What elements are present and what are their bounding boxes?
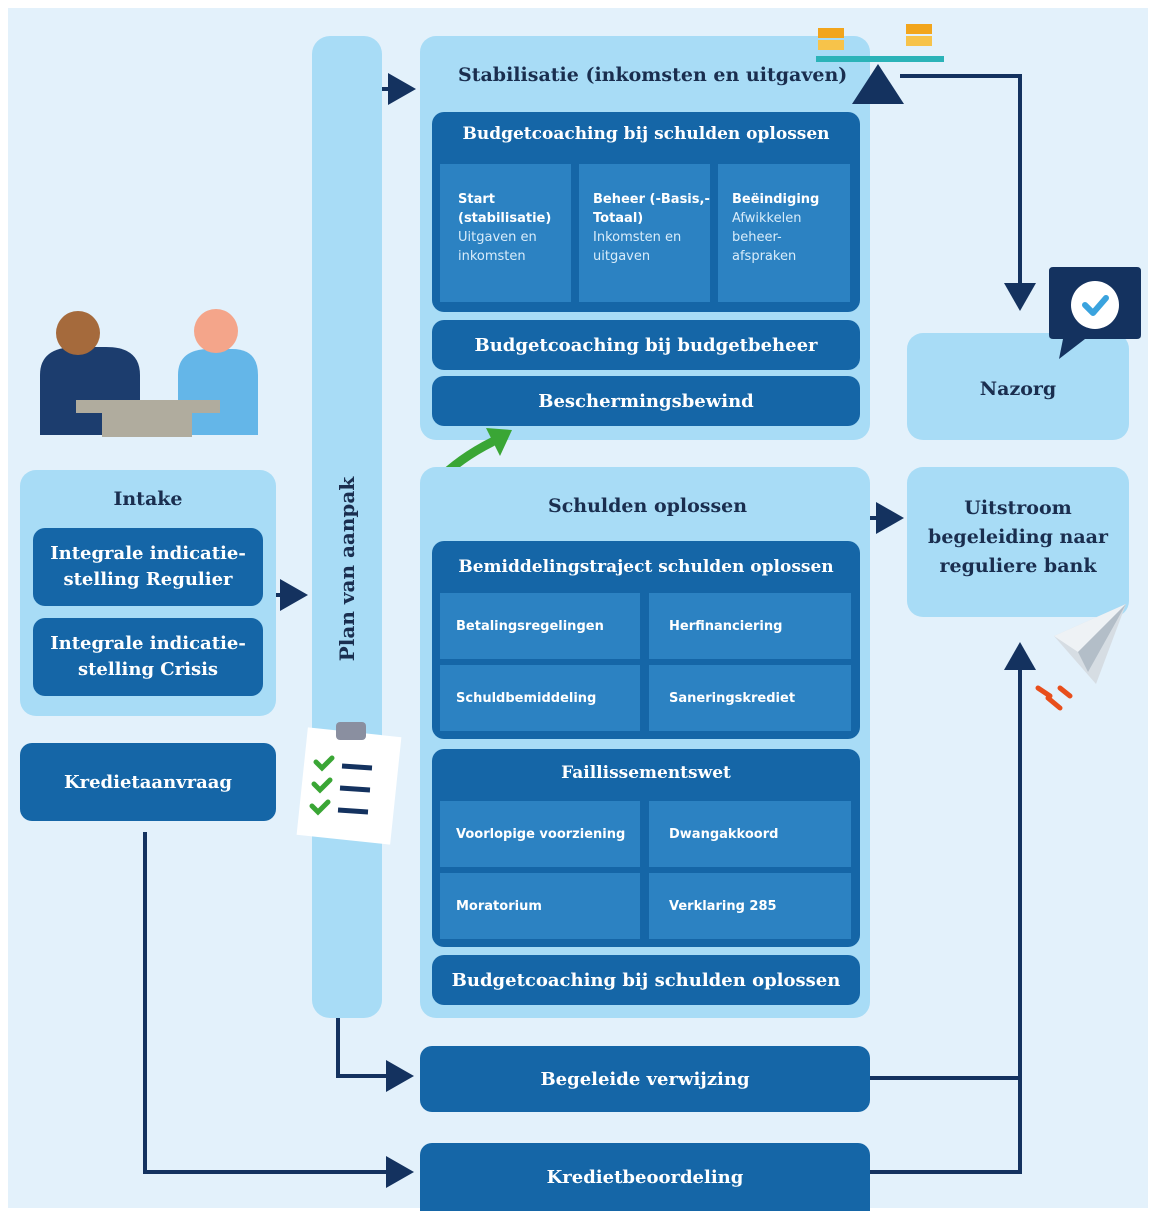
stabilisatie-cell-beheer: Beheer (-Basis,-Totaal) Inkomsten en uit… bbox=[579, 164, 710, 302]
bemiddeling-title: Bemiddelingstraject schulden oplossen bbox=[458, 557, 834, 577]
intake-crisis-box: Integrale indicatie-stelling Crisis bbox=[33, 618, 263, 696]
cell-dwangakkoord: Dwangakkoord bbox=[649, 801, 851, 867]
intake-panel: Intake Integrale indicatie-stelling Regu… bbox=[20, 470, 276, 716]
stabilisatie-cell-beeindiging: Beëindiging Afwikkelen beheer-afspraken bbox=[718, 164, 850, 302]
bemiddeling-box: Bemiddelingstraject schulden oplossen Be… bbox=[432, 541, 860, 739]
cell-text: Uitgaven en inkomsten bbox=[458, 230, 537, 264]
cell-voorlopige-voorziening: Voorlopige voorziening bbox=[440, 801, 640, 867]
cell-verklaring-285: Verklaring 285 bbox=[649, 873, 851, 939]
faillissement-title: Faillissementswet bbox=[561, 763, 731, 783]
cell-text: Inkomsten en uitgaven bbox=[593, 230, 682, 264]
nazorg-box: Nazorg bbox=[907, 333, 1129, 440]
budgetcoaching-schulden-bottom-box: Budgetcoaching bij schulden oplossen bbox=[432, 955, 860, 1005]
intake-regulier-box: Integrale indicatie-stelling Regulier bbox=[33, 528, 263, 606]
cell-moratorium: Moratorium bbox=[440, 873, 640, 939]
balance-scale-icon bbox=[816, 24, 944, 104]
kredietbeoordeling-box: Kredietbeoordeling bbox=[420, 1143, 870, 1211]
arrow-to-uitstroom bbox=[870, 642, 1036, 1174]
cell-title: Beëindiging bbox=[732, 192, 820, 207]
arrow-krediet-to-beoordeling bbox=[143, 832, 414, 1188]
plan-van-aanpak-bar: Plan van aanpak bbox=[312, 36, 382, 1018]
cell-herfinanciering: Herfinanciering bbox=[649, 593, 851, 659]
stabilisatie-cell-start: Start (stabilisatie) Uitgaven en inkomst… bbox=[440, 164, 571, 302]
speech-bubble-check-icon bbox=[1049, 267, 1141, 359]
faillissement-box: Faillissementswet Voorlopige voorziening… bbox=[432, 749, 860, 947]
stabilisatie-panel: Stabilisatie (inkomsten en uitgaven) Bud… bbox=[420, 36, 870, 440]
uitstroom-box: Uitstroom begeleiding naar reguliere ban… bbox=[907, 467, 1129, 617]
arrow-plan-to-begeleide bbox=[336, 1018, 414, 1092]
budgetbeheer-box: Budgetcoaching bij budgetbeheer bbox=[432, 320, 860, 370]
cell-title: Start (stabilisatie) bbox=[458, 192, 552, 226]
beschermingsbewind-box: Beschermingsbewind bbox=[432, 376, 860, 426]
kredietaanvraag-box: Kredietaanvraag bbox=[20, 743, 276, 821]
paper-plane-icon bbox=[1035, 604, 1126, 711]
meeting-illustration bbox=[40, 309, 258, 437]
cell-title: Beheer (-Basis,-Totaal) bbox=[593, 192, 710, 226]
budgetcoaching-schulden-title: Budgetcoaching bij schulden oplossen bbox=[462, 124, 830, 144]
stabilisatie-title: Stabilisatie (inkomsten en uitgaven) bbox=[458, 64, 848, 86]
cell-text: Afwikkelen beheer-afspraken bbox=[732, 211, 802, 264]
cell-betalingsregelingen: Betalingsregelingen bbox=[440, 593, 640, 659]
plan-label: Plan van aanpak bbox=[335, 476, 359, 662]
cell-saneringskrediet: Saneringskrediet bbox=[649, 665, 851, 731]
begeleide-verwijzing-box: Begeleide verwijzing bbox=[420, 1046, 870, 1112]
budgetcoaching-schulden-box: Budgetcoaching bij schulden oplossen Sta… bbox=[432, 112, 860, 312]
checklist-icon bbox=[296, 722, 402, 845]
arrow-stabilisatie-to-nazorg bbox=[900, 74, 1036, 311]
schulden-title: Schulden oplossen bbox=[548, 495, 748, 517]
schulden-panel: Schulden oplossen Bemiddelingstraject sc… bbox=[420, 467, 870, 1018]
intake-title: Intake bbox=[113, 488, 183, 510]
cell-schuldbemiddeling: Schuldbemiddeling bbox=[440, 665, 640, 731]
